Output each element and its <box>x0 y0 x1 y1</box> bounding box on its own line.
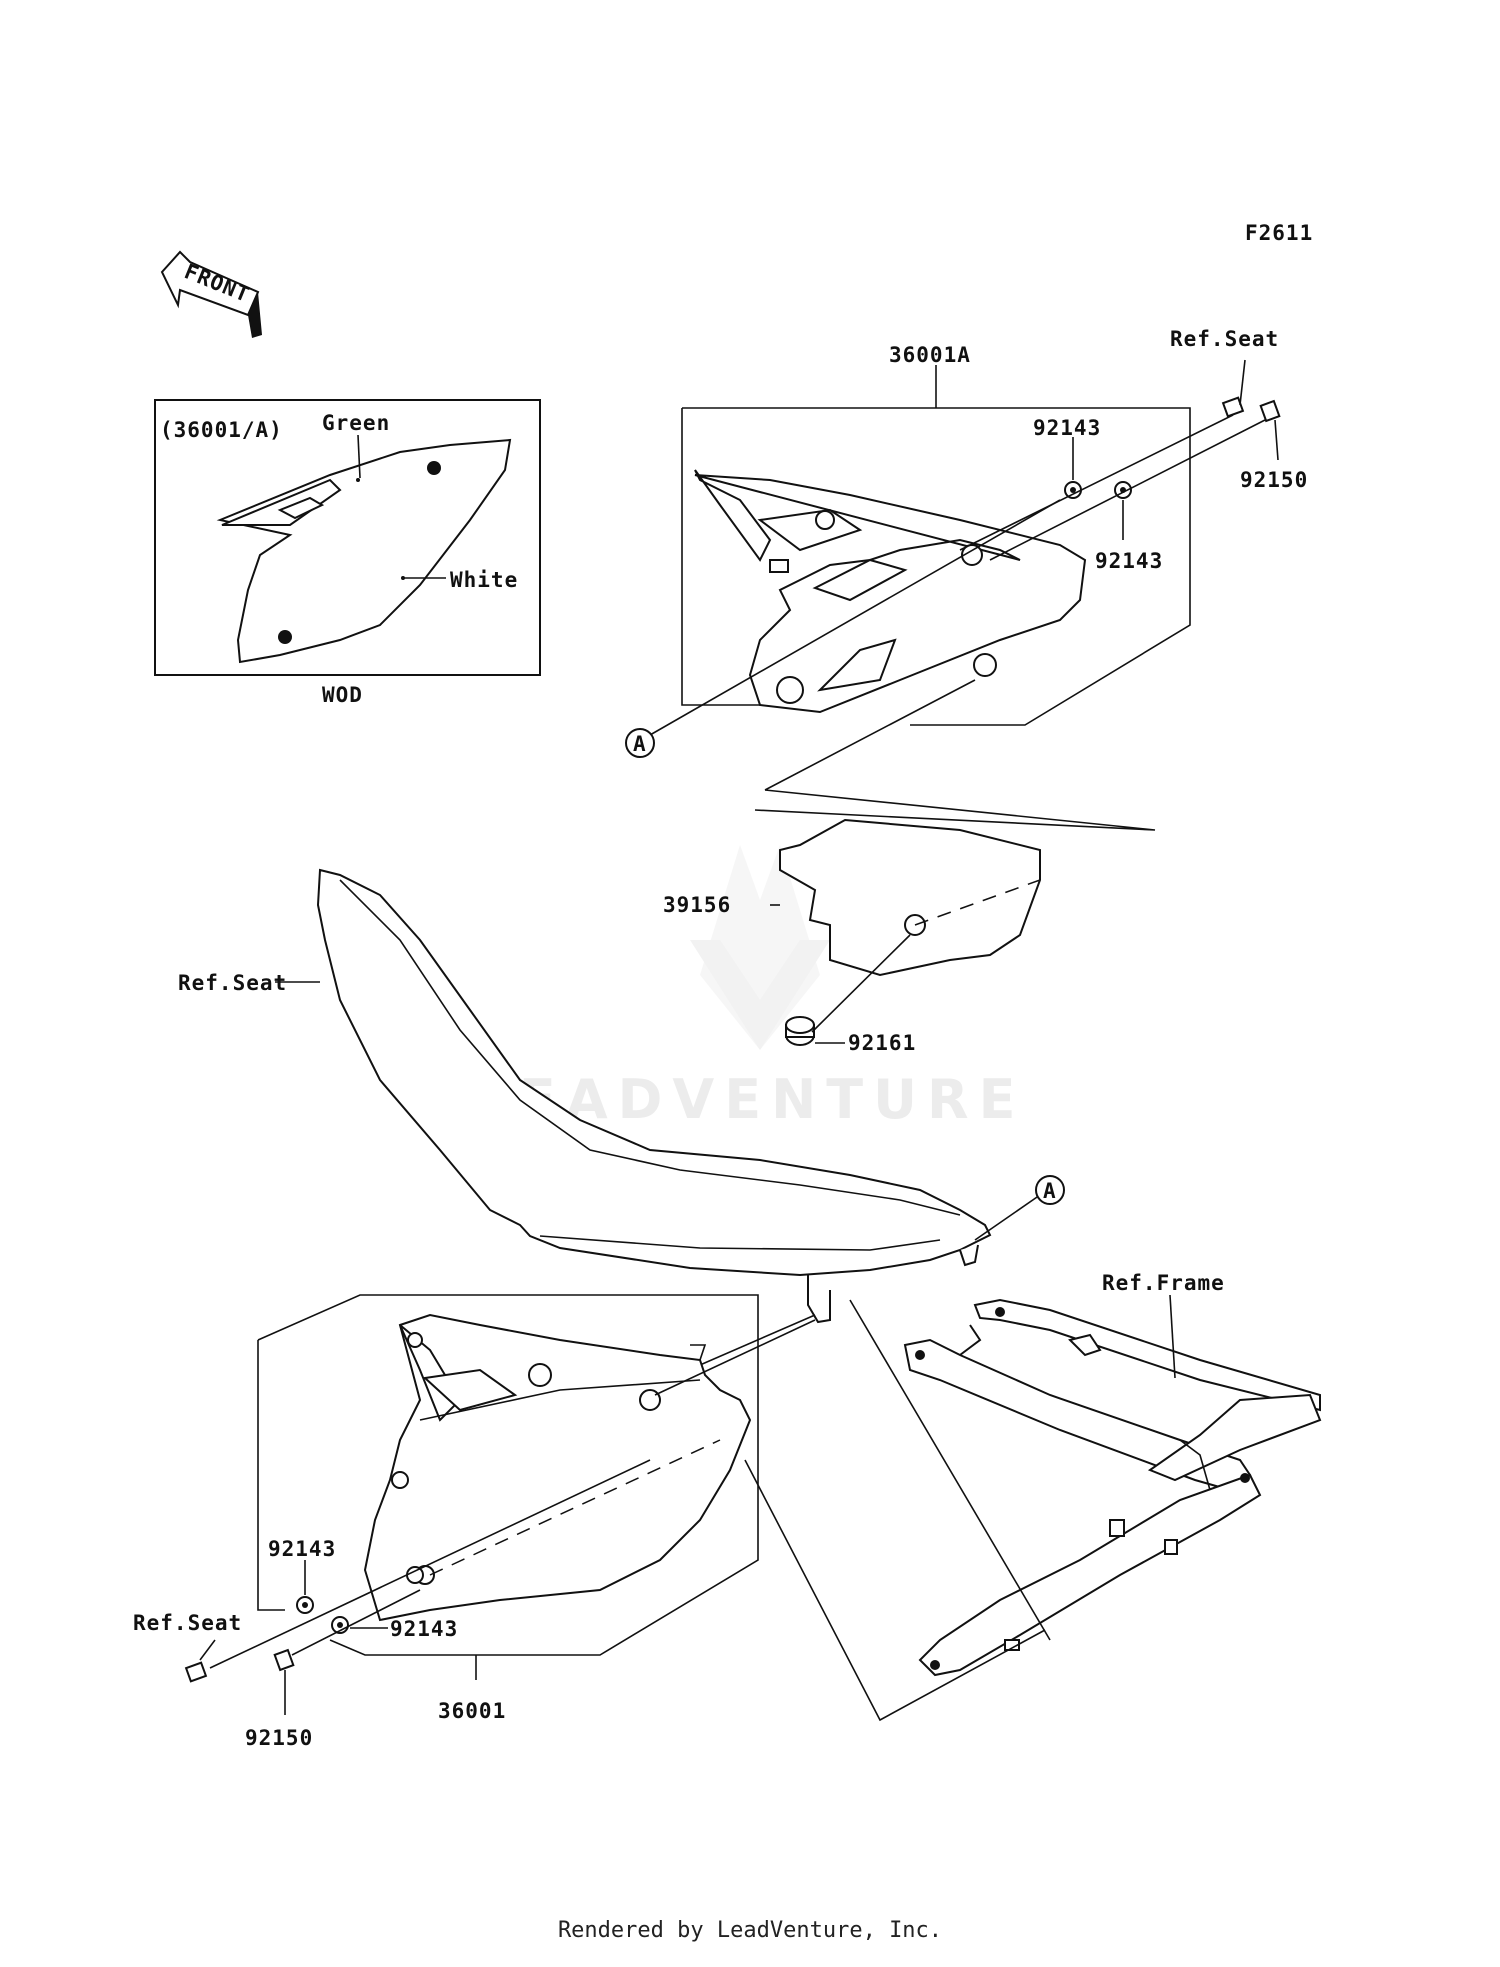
watermark-logo <box>690 845 830 1050</box>
label-92161: 92161 <box>848 1031 916 1055</box>
marker-a-top-label: A <box>633 732 647 756</box>
foam-pad-39156 <box>779 818 1041 977</box>
label-36001: 36001 <box>438 1699 506 1723</box>
label-ref-seat-mid: Ref.Seat <box>178 971 287 995</box>
screw-92150-bottom <box>273 1648 295 1672</box>
inset-code: (36001/A) <box>160 418 283 442</box>
washer-92143-a <box>1064 481 1082 499</box>
inset-side-cover-drawing <box>216 434 512 664</box>
assembly-bracket-36001 <box>257 1340 285 1611</box>
label-36001a: 36001A <box>889 343 971 367</box>
label-39156: 39156 <box>663 893 731 917</box>
inset-model: WOD <box>322 683 363 707</box>
grommet-92161 <box>785 1016 815 1046</box>
marker-a-mid <box>1035 1175 1065 1205</box>
diagram-id: F2611 <box>1245 221 1313 245</box>
inset-color-green: Green <box>322 411 390 435</box>
marker-a-mid-label: A <box>1043 1179 1057 1203</box>
label-92143-b: 92143 <box>1095 549 1163 573</box>
front-arrow-icon: FRONT <box>160 250 262 338</box>
label-92150-top: 92150 <box>1240 468 1308 492</box>
color-variant-inset-box <box>154 399 541 676</box>
label-92150-bottom: 92150 <box>245 1726 313 1750</box>
screw-92150-top <box>1259 399 1281 423</box>
footer-credit: Rendered by LeadVenture, Inc. <box>557 1918 943 1943</box>
marker-a-top <box>625 728 655 758</box>
bolt-ref-seat-top <box>1221 359 1246 418</box>
label-ref-seat-bottom: Ref.Seat <box>133 1611 242 1635</box>
assembly-bracket-36001a <box>682 407 1191 726</box>
label-ref-frame: Ref.Frame <box>1102 1271 1225 1295</box>
bolt-ref-seat-bottom <box>184 1661 208 1683</box>
label-92143-a: 92143 <box>1033 416 1101 440</box>
label-92143-d: 92143 <box>390 1617 458 1641</box>
left-side-cover-drawing <box>363 1313 752 1622</box>
label-92143-c: 92143 <box>268 1537 336 1561</box>
washer-92143-c <box>296 1596 314 1614</box>
label-ref-seat-top: Ref.Seat <box>1170 327 1279 351</box>
seat-drawing <box>316 868 992 1324</box>
inset-color-white: White <box>450 568 518 592</box>
frame-drawing <box>903 1298 1322 1677</box>
